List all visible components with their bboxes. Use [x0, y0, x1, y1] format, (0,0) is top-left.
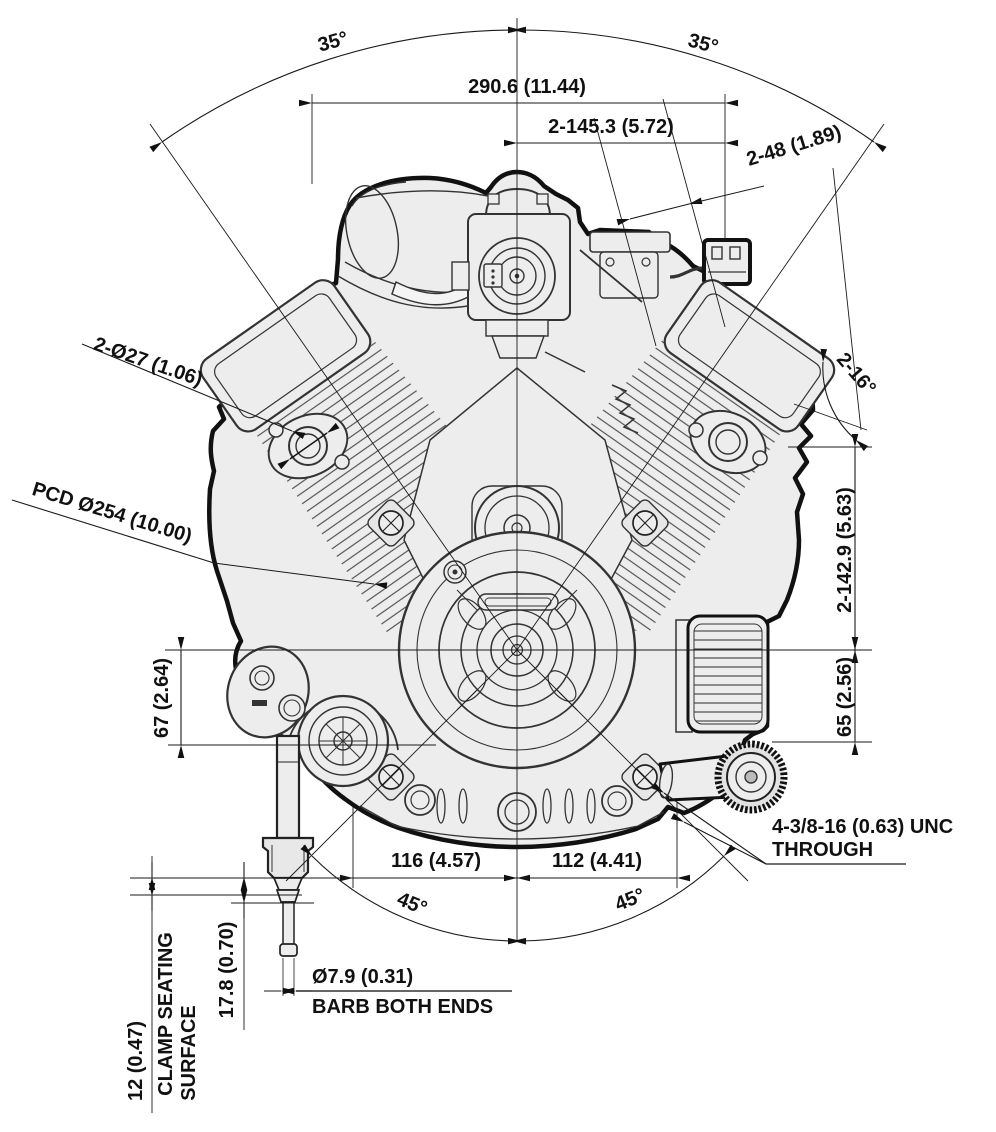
dim-label-clamp-length: 12 (0.47)	[125, 1020, 147, 1102]
note-clamp-seating-line2: SURFACE	[178, 1005, 200, 1101]
dim-label-crank-to-base-left: 67 (2.64)	[151, 657, 173, 739]
note-mount-thread-line1: 4-3/8-16 (0.63) UNC	[772, 816, 954, 838]
throttle-bracket	[544, 231, 671, 434]
dim-label-barb-length: 17.8 (0.70)	[216, 921, 238, 1019]
dim-label-base-right: 112 (4.41)	[551, 850, 643, 872]
note-mount-thread-line2: THROUGH	[772, 839, 874, 861]
dim-label-crank-to-base-right: 65 (2.56)	[834, 656, 856, 738]
right-exhaust-port	[688, 409, 768, 475]
bottom-flange	[359, 784, 665, 840]
dim-label-base-left: 116 (4.57)	[390, 850, 482, 872]
dim-label-height-upper: 2-142.9 (5.63)	[834, 487, 856, 613]
muffler-outlet	[658, 740, 788, 814]
dim-label-overall-width: 290.6 (11.44)	[468, 76, 586, 98]
electrical-connector	[669, 238, 752, 286]
starter-motor	[226, 645, 310, 739]
oil-cooler	[675, 614, 770, 734]
right-valve-cover	[663, 279, 836, 433]
note-clamp-seating-line1: CLAMP SEATING	[155, 932, 177, 1096]
pto-pulley	[289, 694, 399, 788]
note-barb-both-ends: BARB BOTH ENDS	[312, 996, 494, 1018]
dim-label-barb-diameter: Ø7.9 (0.31)	[312, 966, 414, 988]
dimension-lines	[11, 18, 906, 1113]
dim-label-half-width: 2-145.3 (5.72)	[548, 116, 674, 138]
hose-barb-fitting	[261, 734, 315, 957]
